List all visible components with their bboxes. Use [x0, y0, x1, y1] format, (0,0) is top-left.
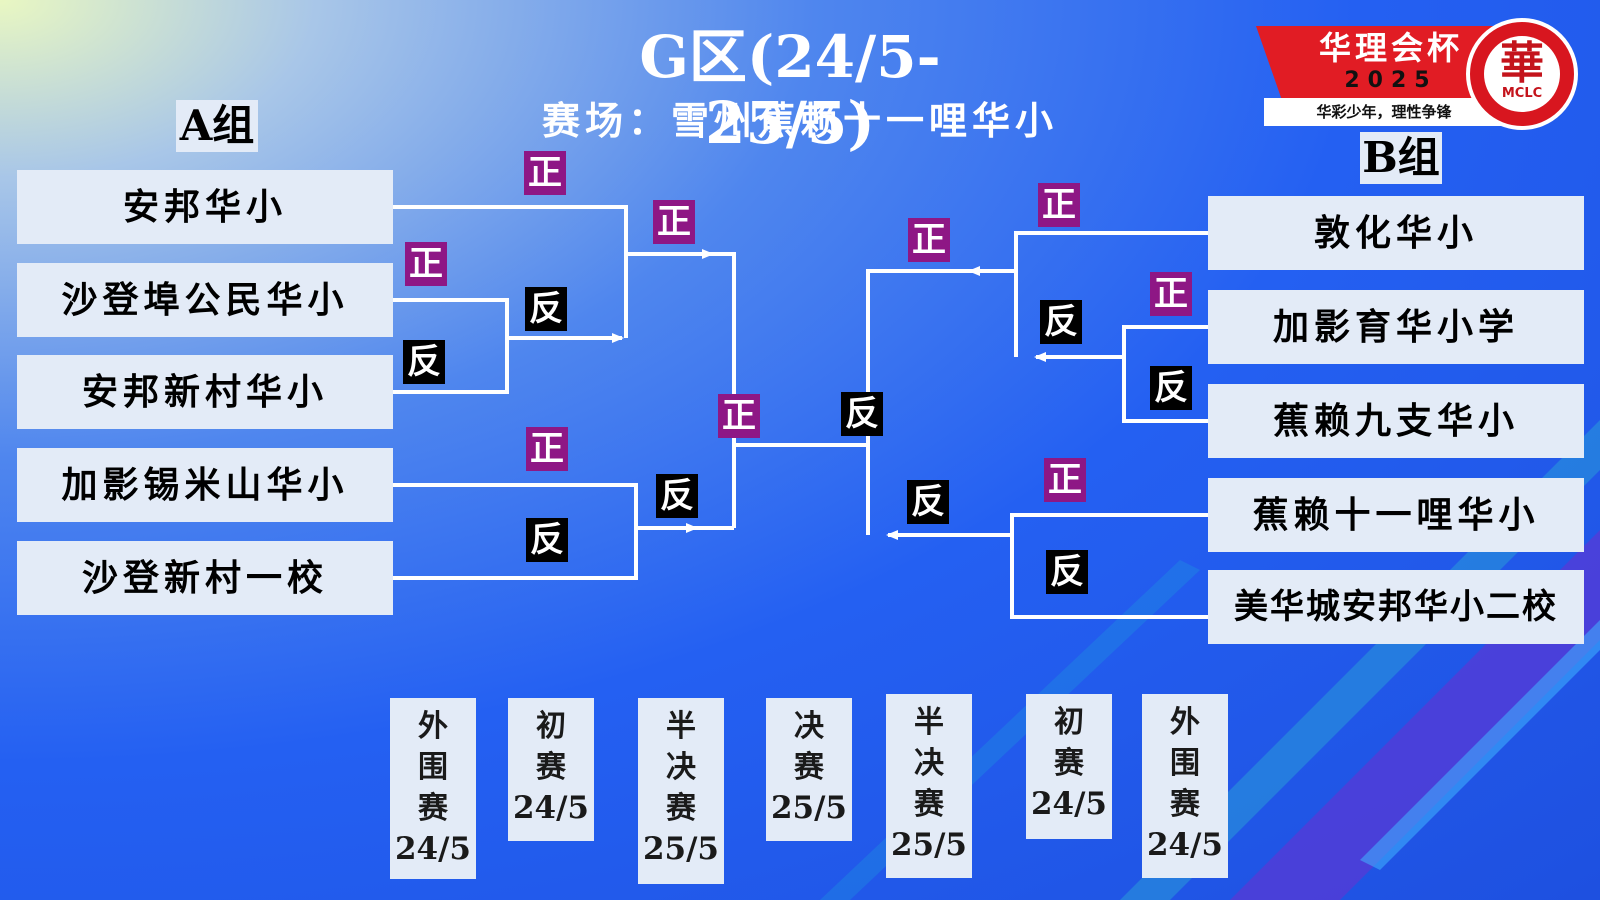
round-date: 24/5	[1030, 786, 1108, 822]
team-b3: 蕉赖九支华小	[1208, 384, 1584, 458]
mark-lose: 反	[1046, 550, 1088, 594]
mark-win: 正	[1038, 183, 1080, 227]
mark-win: 正	[1044, 458, 1086, 502]
line-b2	[1122, 325, 1208, 423]
logo-seal-char: 華	[1500, 38, 1544, 89]
team-b5: 美华城安邦华小二校	[1208, 570, 1584, 644]
round-date: 24/5	[512, 790, 590, 826]
mark-lose: 反	[525, 287, 567, 331]
team-b4: 蕉赖十一哩华小	[1208, 478, 1584, 552]
line-b1	[1014, 231, 1208, 357]
line-b-sf1	[866, 269, 1016, 535]
round-name: 初赛	[1054, 705, 1084, 781]
round-label-semifinal-right: 半决赛 25/5	[886, 694, 972, 878]
team-b1: 敦化华小	[1208, 196, 1584, 270]
round-date: 24/5	[394, 831, 472, 867]
round-name: 决赛	[794, 709, 824, 785]
line-a2	[386, 298, 509, 394]
logo-seal-abbr: MCLC	[1501, 86, 1543, 101]
round-label-final: 决赛 25/5	[766, 698, 852, 841]
team-a2: 沙登埠公民华小	[17, 263, 393, 337]
logo-slogan: 华彩少年，理性争锋	[1264, 98, 1504, 126]
mark-lose: 反	[403, 340, 445, 384]
round-name: 半决赛	[666, 709, 696, 826]
round-date: 25/5	[642, 831, 720, 867]
mark-lose: 反	[1040, 300, 1082, 344]
mark-win: 正	[524, 151, 566, 195]
mark-win: 正	[908, 218, 950, 262]
round-date: 25/5	[770, 790, 848, 826]
round-label-semifinal-left: 半决赛 25/5	[638, 698, 724, 884]
team-a3: 安邦新村华小	[17, 355, 393, 429]
round-name: 外围赛	[418, 709, 448, 826]
round-label-first-left: 初赛 24/5	[508, 698, 594, 841]
line-a1	[386, 205, 628, 338]
team-a1: 安邦华小	[17, 170, 393, 244]
mark-lose: 反	[526, 518, 568, 562]
mclc-cup-logo: 华理会杯 2025 华彩少年，理性争锋 華 MCLC	[1256, 18, 1586, 134]
logo-year: 2025	[1344, 68, 1438, 93]
mark-lose: 反	[1150, 366, 1192, 410]
logo-title: 华理会杯	[1318, 29, 1463, 67]
line-a4	[386, 483, 638, 580]
page-title: G区(24/5-25/5)	[639, 23, 941, 157]
mark-win: 正	[1150, 272, 1192, 316]
round-name: 初赛	[536, 709, 566, 785]
mark-lose: 反	[907, 480, 949, 524]
line-b4	[1010, 513, 1208, 619]
team-a4: 加影锡米山华小	[17, 448, 393, 522]
logo-seal-icon: 華 MCLC	[1466, 18, 1578, 130]
mark-win: 正	[526, 427, 568, 471]
mark-lose: 反	[841, 392, 883, 436]
round-date: 25/5	[890, 827, 968, 863]
group-a-label: A组	[176, 100, 258, 152]
team-a5: 沙登新村一校	[17, 541, 393, 615]
group-b-label: B组	[1360, 132, 1442, 184]
round-name: 半决赛	[914, 705, 944, 822]
round-label-preliminary-right: 外围赛 24/5	[1142, 694, 1228, 878]
mark-win: 正	[718, 394, 760, 438]
team-b2: 加影育华小学	[1208, 290, 1584, 364]
round-date: 24/5	[1146, 827, 1224, 863]
round-name: 外围赛	[1170, 705, 1200, 822]
mark-win: 正	[653, 200, 695, 244]
round-label-first-right: 初赛 24/5	[1026, 694, 1112, 839]
venue-subtitle: 赛场：雪州蕉赖十一哩华小	[541, 98, 1058, 143]
round-label-preliminary-left: 外围赛 24/5	[390, 698, 476, 879]
mark-win: 正	[405, 242, 447, 286]
mark-lose: 反	[656, 474, 698, 518]
